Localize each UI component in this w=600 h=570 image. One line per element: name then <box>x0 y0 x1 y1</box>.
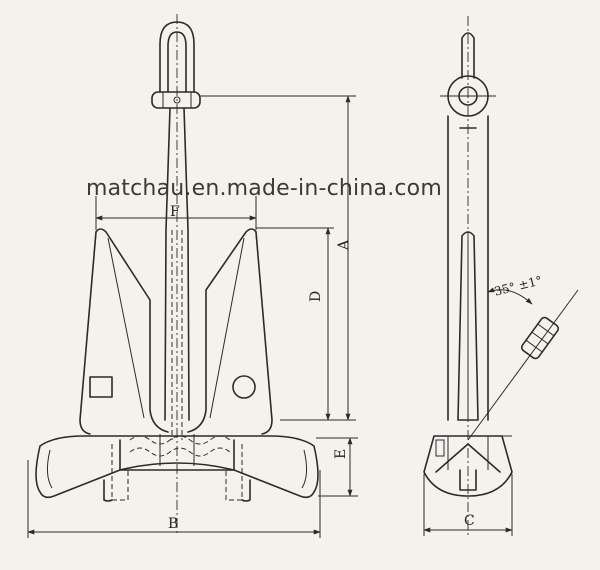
dimension-lines: A D E F B C <box>27 95 513 538</box>
dim-e-label: E <box>333 449 349 459</box>
right-fluke <box>187 228 257 433</box>
watermark-text: matchau.en.made-in-china.com <box>86 176 442 201</box>
front-view <box>35 14 319 535</box>
angle-label: 35° ±1° <box>493 273 544 298</box>
shackle-outer <box>159 21 195 93</box>
fluke-angle-line <box>467 289 579 441</box>
trunnion-box <box>119 439 235 471</box>
side-fluke <box>457 231 479 421</box>
shank-left <box>164 107 171 421</box>
shank-right <box>183 107 190 421</box>
dim-b-label: B <box>168 516 178 532</box>
angle-arc <box>487 287 533 305</box>
side-crown <box>423 435 513 497</box>
left-fluke-hole <box>89 376 113 398</box>
dim-d-label: D <box>308 291 324 302</box>
dim-c-label: C <box>464 513 475 529</box>
right-fluke-outer <box>255 231 273 435</box>
anchor-crown <box>35 435 319 499</box>
side-shackle <box>461 32 475 79</box>
side-view: 35° ±1° <box>423 16 579 535</box>
left-fluke-outer <box>79 231 97 435</box>
shackle-inner <box>167 31 187 93</box>
right-fluke-hole <box>232 375 256 399</box>
dim-a-label: A <box>336 239 352 251</box>
dim-f-label: F <box>170 204 180 220</box>
left-fluke <box>95 228 169 433</box>
shackle-pin <box>151 91 201 109</box>
